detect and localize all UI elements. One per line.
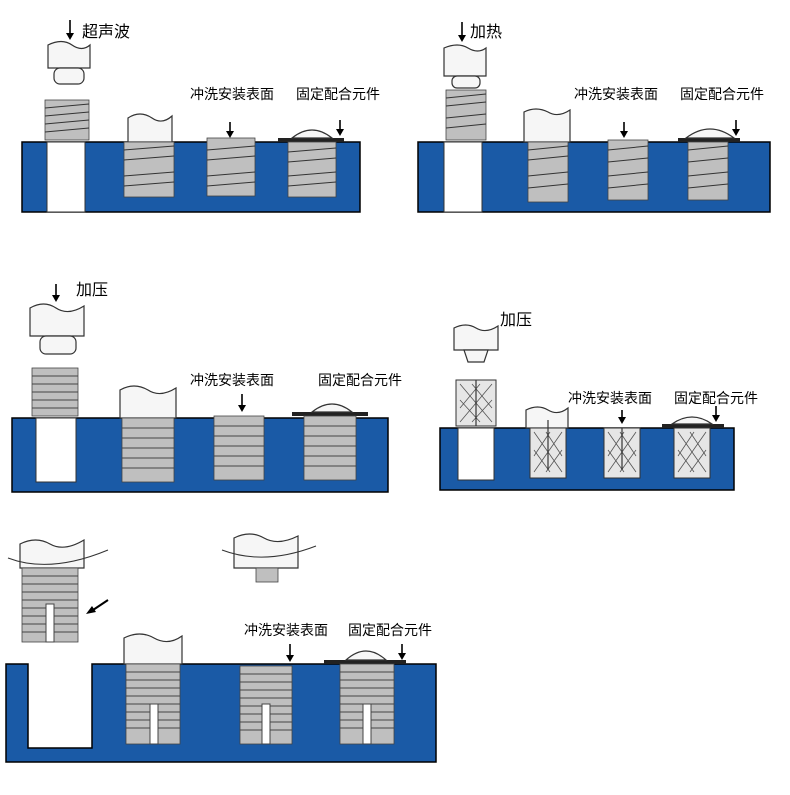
press-tool (453, 324, 499, 363)
flush-label: 冲洗安装表面 (574, 87, 658, 103)
process-label: 超声波 (82, 22, 131, 41)
flush-label: 冲洗安装表面 (190, 373, 274, 389)
base-block (417, 141, 771, 213)
flush-label: 冲洗安装表面 (244, 623, 328, 639)
heater-tool (443, 44, 487, 89)
process-label: 加压 (76, 280, 109, 299)
insert-flush (607, 139, 649, 201)
press-tool (29, 303, 85, 355)
process-label: 加压 (500, 310, 533, 329)
insert-with-tool (523, 108, 571, 203)
fixed-label: 固定配合元件 (348, 623, 432, 639)
insert-with-tool (123, 113, 175, 198)
empty-hole (443, 141, 483, 213)
insert-fixed (278, 129, 344, 198)
thread-diagram (5, 533, 437, 763)
insert-above (31, 367, 79, 417)
insert-with-tool (119, 385, 177, 483)
threaded-insert (7, 538, 109, 643)
base-block (5, 663, 437, 763)
insert-flush (239, 665, 293, 745)
process-label: 加热 (470, 22, 503, 41)
insert-with-tool (525, 406, 569, 479)
ultrasonic-diagram (21, 20, 361, 213)
insert-above (455, 379, 497, 427)
fixed-label: 固定配合元件 (296, 87, 380, 103)
panel-ultrasonic: 超声波 冲洗安装表面 固定配合元件 (0, 0, 400, 230)
panel-press-2: 加压 冲洗安装表面 固定配合元件 (430, 300, 790, 500)
empty-hole (46, 141, 86, 213)
fixed-label: 固定配合元件 (674, 391, 758, 407)
panel-thread: 冲洗安装表面 固定配合元件 (0, 520, 450, 795)
insert-flush (213, 415, 265, 481)
heat-diagram (417, 22, 771, 213)
insert-with-tool (123, 633, 183, 745)
insert-above (44, 99, 90, 141)
press1-diagram (11, 284, 389, 493)
press2-diagram (439, 324, 735, 491)
flush-label: 冲洗安装表面 (190, 87, 274, 103)
panel-press-1: 加压 冲洗安装表面 固定配合元件 (0, 270, 402, 510)
fixed-label: 固定配合元件 (318, 373, 402, 389)
insert-fixed (292, 403, 368, 481)
fixed-label: 固定配合元件 (680, 87, 764, 103)
insert-fixed (662, 416, 724, 479)
flush-label: 冲洗安装表面 (568, 391, 652, 407)
insert-fixed (678, 128, 740, 201)
insert-flush (603, 427, 641, 479)
drive-tool (221, 533, 317, 583)
insert-above (445, 89, 487, 141)
horn-tool (47, 40, 91, 85)
empty-hole (35, 417, 77, 483)
insert-flush (206, 137, 256, 197)
insert-fixed (324, 650, 406, 745)
empty-hole (457, 427, 495, 481)
panel-heat: 加热 冲洗安装表面 固定配合元件 (400, 0, 790, 230)
